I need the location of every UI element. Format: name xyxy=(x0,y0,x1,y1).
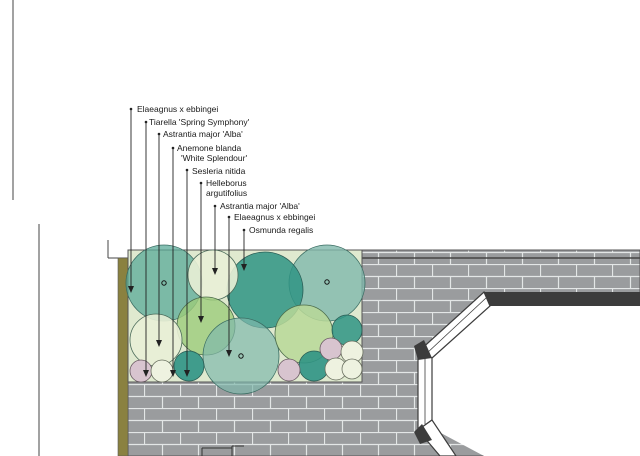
label-astrantia-1: Astrantia major 'Alba' xyxy=(163,129,243,139)
label-helleborus-line2: argutifolius xyxy=(206,188,248,198)
plant-sesleria xyxy=(202,317,280,395)
leader-lines xyxy=(128,107,247,377)
plant-mauve-1 xyxy=(129,359,153,383)
label-anemone-line2: 'White Splendour' xyxy=(181,153,248,163)
label-elaeagnus-2: Elaeagnus x ebbingei xyxy=(234,212,316,222)
leader-sesleria xyxy=(184,168,190,377)
plant-anemone xyxy=(187,249,239,301)
plant-astrantia-1 xyxy=(173,350,205,382)
plant-center-dot-1 xyxy=(161,280,167,286)
plant-mauve-3 xyxy=(319,337,343,361)
leader-elaeagnus-2 xyxy=(226,215,232,357)
leader-astrantia-2 xyxy=(212,204,218,275)
label-sesleria: Sesleria nitida xyxy=(192,166,246,176)
plant-center-dot-3 xyxy=(238,353,244,359)
plant-mauve-2 xyxy=(277,358,301,382)
label-helleborus: Helleborus xyxy=(206,178,247,188)
plant-cream-1 xyxy=(150,359,174,383)
label-elaeagnus-1: Elaeagnus x ebbingei xyxy=(137,104,219,114)
bay-window xyxy=(414,290,640,456)
label-tiarella: Tiarella 'Spring Symphony' xyxy=(149,117,250,127)
leader-astrantia-1 xyxy=(156,132,162,347)
label-osmunda: Osmunda regalis xyxy=(249,225,314,235)
plant-center-dot-2 xyxy=(324,279,330,285)
leader-elaeagnus-1 xyxy=(128,107,134,293)
label-astrantia-2: Astrantia major 'Alba' xyxy=(220,201,300,211)
leader-tiarella xyxy=(143,120,149,377)
label-anemone: Anemone blanda xyxy=(177,143,242,153)
leader-osmunda xyxy=(241,228,247,271)
leader-helleborus xyxy=(198,181,204,323)
plant-cream-4 xyxy=(341,358,363,380)
wall-detail xyxy=(201,445,244,456)
plant-symbols xyxy=(125,244,366,395)
leader-anemone xyxy=(170,146,176,377)
